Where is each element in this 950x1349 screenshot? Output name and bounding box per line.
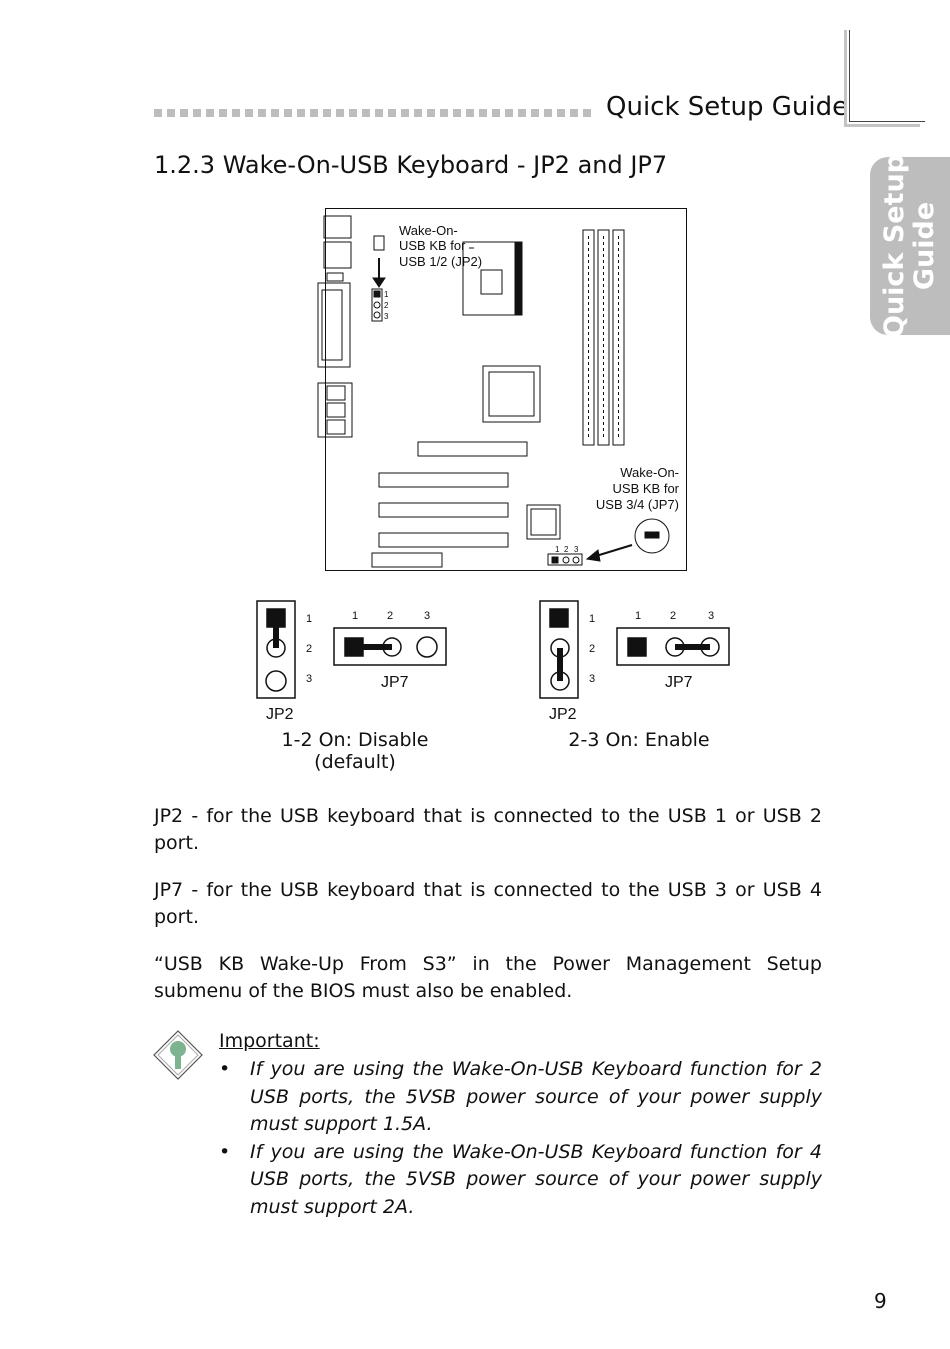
southbridge-chip	[526, 504, 561, 540]
port-notch	[326, 272, 344, 282]
svg-text:2: 2	[387, 610, 393, 622]
svg-text:2: 2	[589, 643, 595, 655]
jp7-callout-line3: USB 3/4 (JP7)	[596, 497, 679, 512]
svg-text:2: 2	[670, 610, 676, 622]
motherboard-diagram: Wake-On- USB KB for USB 1/2 (JP2) Wake-O…	[256, 208, 730, 723]
jumper-disable	[256, 600, 447, 699]
header-title: Quick Setup Guide	[606, 92, 849, 122]
corner-mark	[844, 124, 920, 127]
dimm-slot-3	[612, 229, 625, 446]
important-heading: Important:	[219, 1030, 320, 1052]
corner-mark-line	[849, 30, 850, 122]
jp7-zoom-circle	[634, 518, 670, 554]
socket-lever	[514, 241, 523, 316]
jp2-callout-line1: Wake-On-	[399, 223, 458, 238]
jp7-callout-line1: Wake-On-	[620, 465, 679, 480]
paragraph-bios-note: “USB KB Wake-Up From S3” in the Power Ma…	[154, 953, 822, 1002]
jp2-disable-label: JP2	[266, 706, 294, 723]
isa-slot	[371, 552, 443, 568]
northbridge-chip	[482, 365, 541, 423]
pci-slot-1	[378, 472, 509, 488]
jp7-callout-line2: USB KB for	[613, 481, 680, 496]
header-dotted-rule	[154, 109, 600, 119]
svg-text:3: 3	[589, 673, 595, 685]
svg-text:1: 1	[635, 610, 641, 622]
corner-mark-line	[849, 121, 925, 122]
list-item: •If you are using the Wake-On-USB Keyboa…	[219, 1140, 822, 1218]
pci-slot-2	[378, 502, 509, 518]
parallel-port	[317, 282, 351, 368]
svg-text:2: 2	[384, 301, 389, 310]
jp2-enable-label: JP2	[549, 706, 577, 723]
svg-text:3: 3	[384, 312, 389, 321]
ps2-connector	[323, 215, 352, 239]
paragraph-jp2: JP2 - for the USB keyboard that is conne…	[154, 805, 822, 854]
section-title: 1.2.3 Wake-On-USB Keyboard - JP2 and JP7	[154, 151, 668, 179]
jp7-board-jumper	[547, 553, 583, 566]
jp2-enable-header	[539, 600, 579, 699]
jp7-disable-header	[333, 627, 447, 666]
tip-icon	[153, 1030, 203, 1080]
jp7-enable-label: JP7	[665, 674, 693, 691]
caption-enable: 2-3 On: Enable	[568, 729, 710, 751]
svg-text:1: 1	[306, 613, 312, 625]
parallel-port-inner	[321, 289, 343, 361]
svg-text:3: 3	[574, 545, 579, 554]
pci-slot-3	[378, 532, 509, 548]
paragraph-jp7: JP7 - for the USB keyboard that is conne…	[154, 879, 822, 928]
jp2-callout-line3: USB 1/2 (JP2)	[399, 254, 482, 269]
jp2-board-jumper	[373, 235, 385, 251]
svg-text:3: 3	[306, 673, 312, 685]
svg-text:2: 2	[564, 545, 569, 554]
agp-slot	[417, 441, 528, 457]
jp7-term: JP7	[154, 879, 184, 901]
cpu-socket	[462, 241, 523, 316]
jp7-disable-label: JP7	[381, 674, 409, 691]
dimm-slot-2	[597, 229, 610, 446]
audio-connector	[317, 382, 353, 438]
svg-text:1: 1	[384, 290, 389, 299]
cpu-core	[480, 269, 503, 295]
usb-connector	[323, 241, 352, 269]
important-list: •If you are using the Wake-On-USB Keyboa…	[219, 1056, 822, 1221]
corner-mark	[844, 30, 847, 125]
svg-text:1: 1	[352, 610, 358, 622]
dimm-slot-1	[582, 229, 595, 446]
caption-disable: 1-2 On: Disable (default)	[281, 729, 429, 773]
svg-text:3: 3	[424, 610, 430, 622]
svg-text:1: 1	[589, 613, 595, 625]
jp2-term: JP2	[154, 805, 184, 827]
svg-text:3: 3	[708, 610, 714, 622]
jp2-callout-line2: USB KB for	[399, 238, 466, 253]
page-number: 9	[874, 1289, 887, 1313]
svg-text:1: 1	[555, 545, 560, 554]
jp7-enable-header	[616, 627, 730, 666]
list-item: •If you are using the Wake-On-USB Keyboa…	[219, 1058, 822, 1135]
svg-text:2: 2	[306, 643, 312, 655]
jumper-enable	[539, 600, 730, 699]
side-tab	[870, 157, 950, 335]
board-outline	[325, 208, 687, 571]
jp2-disable-header	[256, 600, 296, 699]
